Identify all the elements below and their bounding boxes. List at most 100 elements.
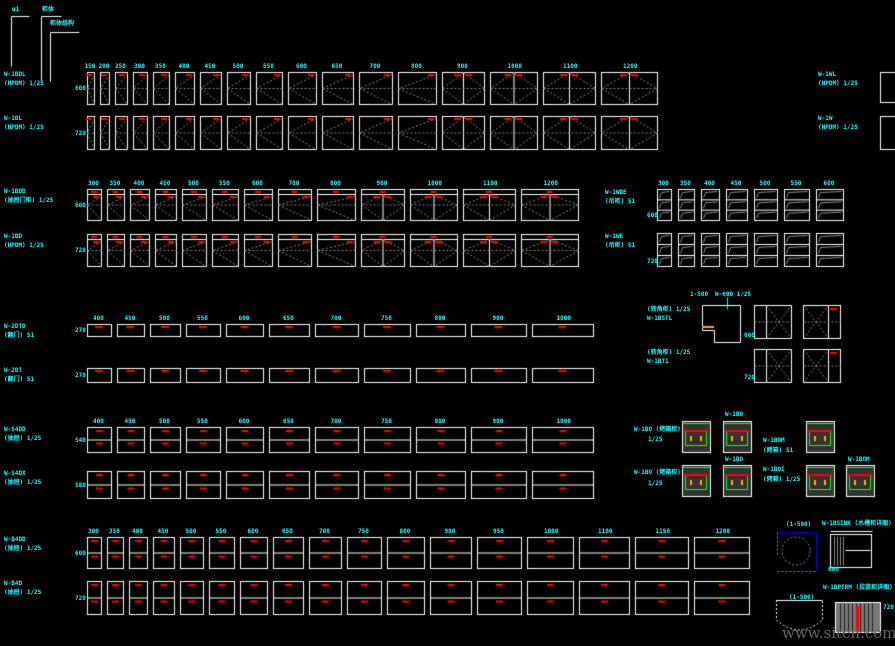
corner-dim-2: W-600 1/25: [715, 291, 752, 298]
width-label: 1200: [623, 63, 638, 70]
wall-width-label: 450: [730, 180, 742, 187]
width-label: 600: [296, 63, 307, 70]
corner-sublabel-2: W-1BT1: [647, 358, 669, 365]
width-label: 600: [238, 315, 250, 322]
row-sublabel: (HPDM) 1/25: [4, 242, 44, 249]
row-sublabel: (抽屉门柜) 1/25: [4, 197, 54, 204]
width-label: 1150: [655, 528, 670, 535]
width-label: 400: [132, 528, 143, 535]
width-label: 250: [115, 63, 126, 70]
header-a: α1: [12, 6, 20, 13]
row-sublabel: (HPDM) 1/25: [4, 80, 44, 87]
width-label: 500: [188, 180, 199, 187]
row-label: W-1BDD: [4, 188, 26, 195]
width-label: 650: [282, 528, 293, 535]
oven-label-3: W-1BOM: [763, 437, 785, 444]
wall-width-label: 300: [658, 180, 669, 187]
width-label: 800: [411, 63, 422, 70]
row-height-label: 270: [75, 372, 86, 379]
corner-label-2: (转角柜) 1/25: [647, 349, 691, 356]
width-label: 1100: [483, 180, 498, 187]
row-height-label: 580: [75, 481, 86, 489]
width-label: 300: [134, 63, 145, 70]
wall-sublabel: (吊柜) 51: [605, 198, 636, 205]
width-label: 550: [263, 63, 274, 70]
width-label: 900: [492, 418, 504, 425]
row-sublabel: (HPDM) 1/25: [4, 124, 44, 131]
width-label: 900: [457, 63, 468, 70]
width-label: 450: [124, 315, 136, 322]
row-label: W-1BDL: [4, 71, 26, 78]
row-height-label: 540: [75, 436, 86, 444]
width-label: 700: [288, 180, 300, 187]
corner-label: (转角柜) 1/25: [647, 306, 691, 313]
width-label: 400: [178, 63, 190, 70]
row-label: W-1BD: [4, 233, 23, 240]
wall-label: W-1WE: [605, 233, 624, 240]
row-label: W-1BL: [4, 115, 23, 122]
width-label: 1200: [715, 528, 730, 535]
width-label: 300: [88, 180, 99, 187]
edge-label: W-1W: [818, 115, 833, 122]
width-label: 1000: [507, 63, 522, 70]
wall-width-label: 350: [680, 180, 691, 187]
width-label: 1000: [427, 180, 442, 187]
width-label: 550: [215, 528, 227, 535]
width-label: 750: [381, 418, 392, 425]
oven-title: W-1BO: [725, 411, 744, 418]
row-sublabel: (抽屉) 1/25: [4, 545, 42, 552]
wall-label: W-1WDE: [605, 189, 627, 196]
width-label: 800: [330, 180, 341, 187]
row-height-label: 600: [75, 549, 86, 557]
row-height-label: 720: [75, 247, 86, 254]
row-sublabel: (抽屉) 1/25: [4, 435, 42, 442]
width-label: 700: [330, 315, 342, 322]
sink-plan-label: (1-500): [786, 521, 812, 528]
oven-title-3: W-1BOM: [848, 456, 870, 463]
width-label: 950: [493, 528, 504, 535]
width-label: 500: [232, 63, 244, 70]
row-sublabel: (抽屉) 1/25: [4, 479, 42, 486]
row-label: W-2DTD: [4, 323, 26, 330]
header-b: 柜体: [42, 6, 55, 13]
width-label: 350: [109, 528, 120, 535]
width-label: 500: [185, 528, 197, 535]
width-label: 450: [204, 63, 216, 70]
width-label: 450: [159, 180, 171, 187]
edge-sublabel: (HPDM) 1/25: [818, 80, 858, 87]
width-label: 900: [444, 528, 456, 535]
width-label: 800: [399, 528, 411, 535]
row-height-label: 720: [75, 129, 86, 137]
width-label: 900: [492, 315, 504, 322]
bin-height: 720: [883, 604, 894, 611]
row-sublabel: (翻门) 51: [4, 376, 35, 383]
row-label: W-S4DX: [4, 470, 26, 477]
oven-title-2: W-1BO: [725, 456, 744, 463]
corner-sublabel: W-1BSTL: [647, 315, 673, 322]
oven-sublabel-4: (烤箱) 1/25: [763, 476, 801, 483]
width-label: 600: [238, 418, 250, 425]
row-height-label: 720: [75, 594, 86, 602]
width-label: 450: [124, 418, 136, 425]
bin-title: W-1BPTRM (拉篮柜详图): [823, 584, 893, 591]
width-label: 1000: [556, 315, 571, 322]
width-label: 650: [283, 315, 294, 322]
width-label: 650: [283, 418, 294, 425]
oven-label-4: W-1BOI: [763, 466, 785, 473]
row-label: W-S4DD: [4, 426, 26, 433]
wall-width-label: 550: [790, 180, 802, 187]
width-label: 550: [197, 315, 208, 322]
header-c: 柜体结构: [50, 20, 75, 27]
row-height-label: 600: [75, 85, 86, 92]
wall-sublabel: (吊柜) 51: [605, 242, 636, 249]
edge-label: W-1WL: [818, 71, 837, 78]
width-label: 200: [98, 63, 110, 70]
watermark: www.sitcn.com: [782, 624, 895, 642]
width-label: 350: [109, 180, 121, 187]
row-label: W-2DT: [4, 367, 23, 374]
width-label: 600: [252, 180, 263, 187]
width-label: 800: [434, 418, 446, 425]
corner-dim: 1-500: [690, 291, 709, 298]
edge-sublabel: (HPDM) 1/25: [818, 124, 858, 131]
